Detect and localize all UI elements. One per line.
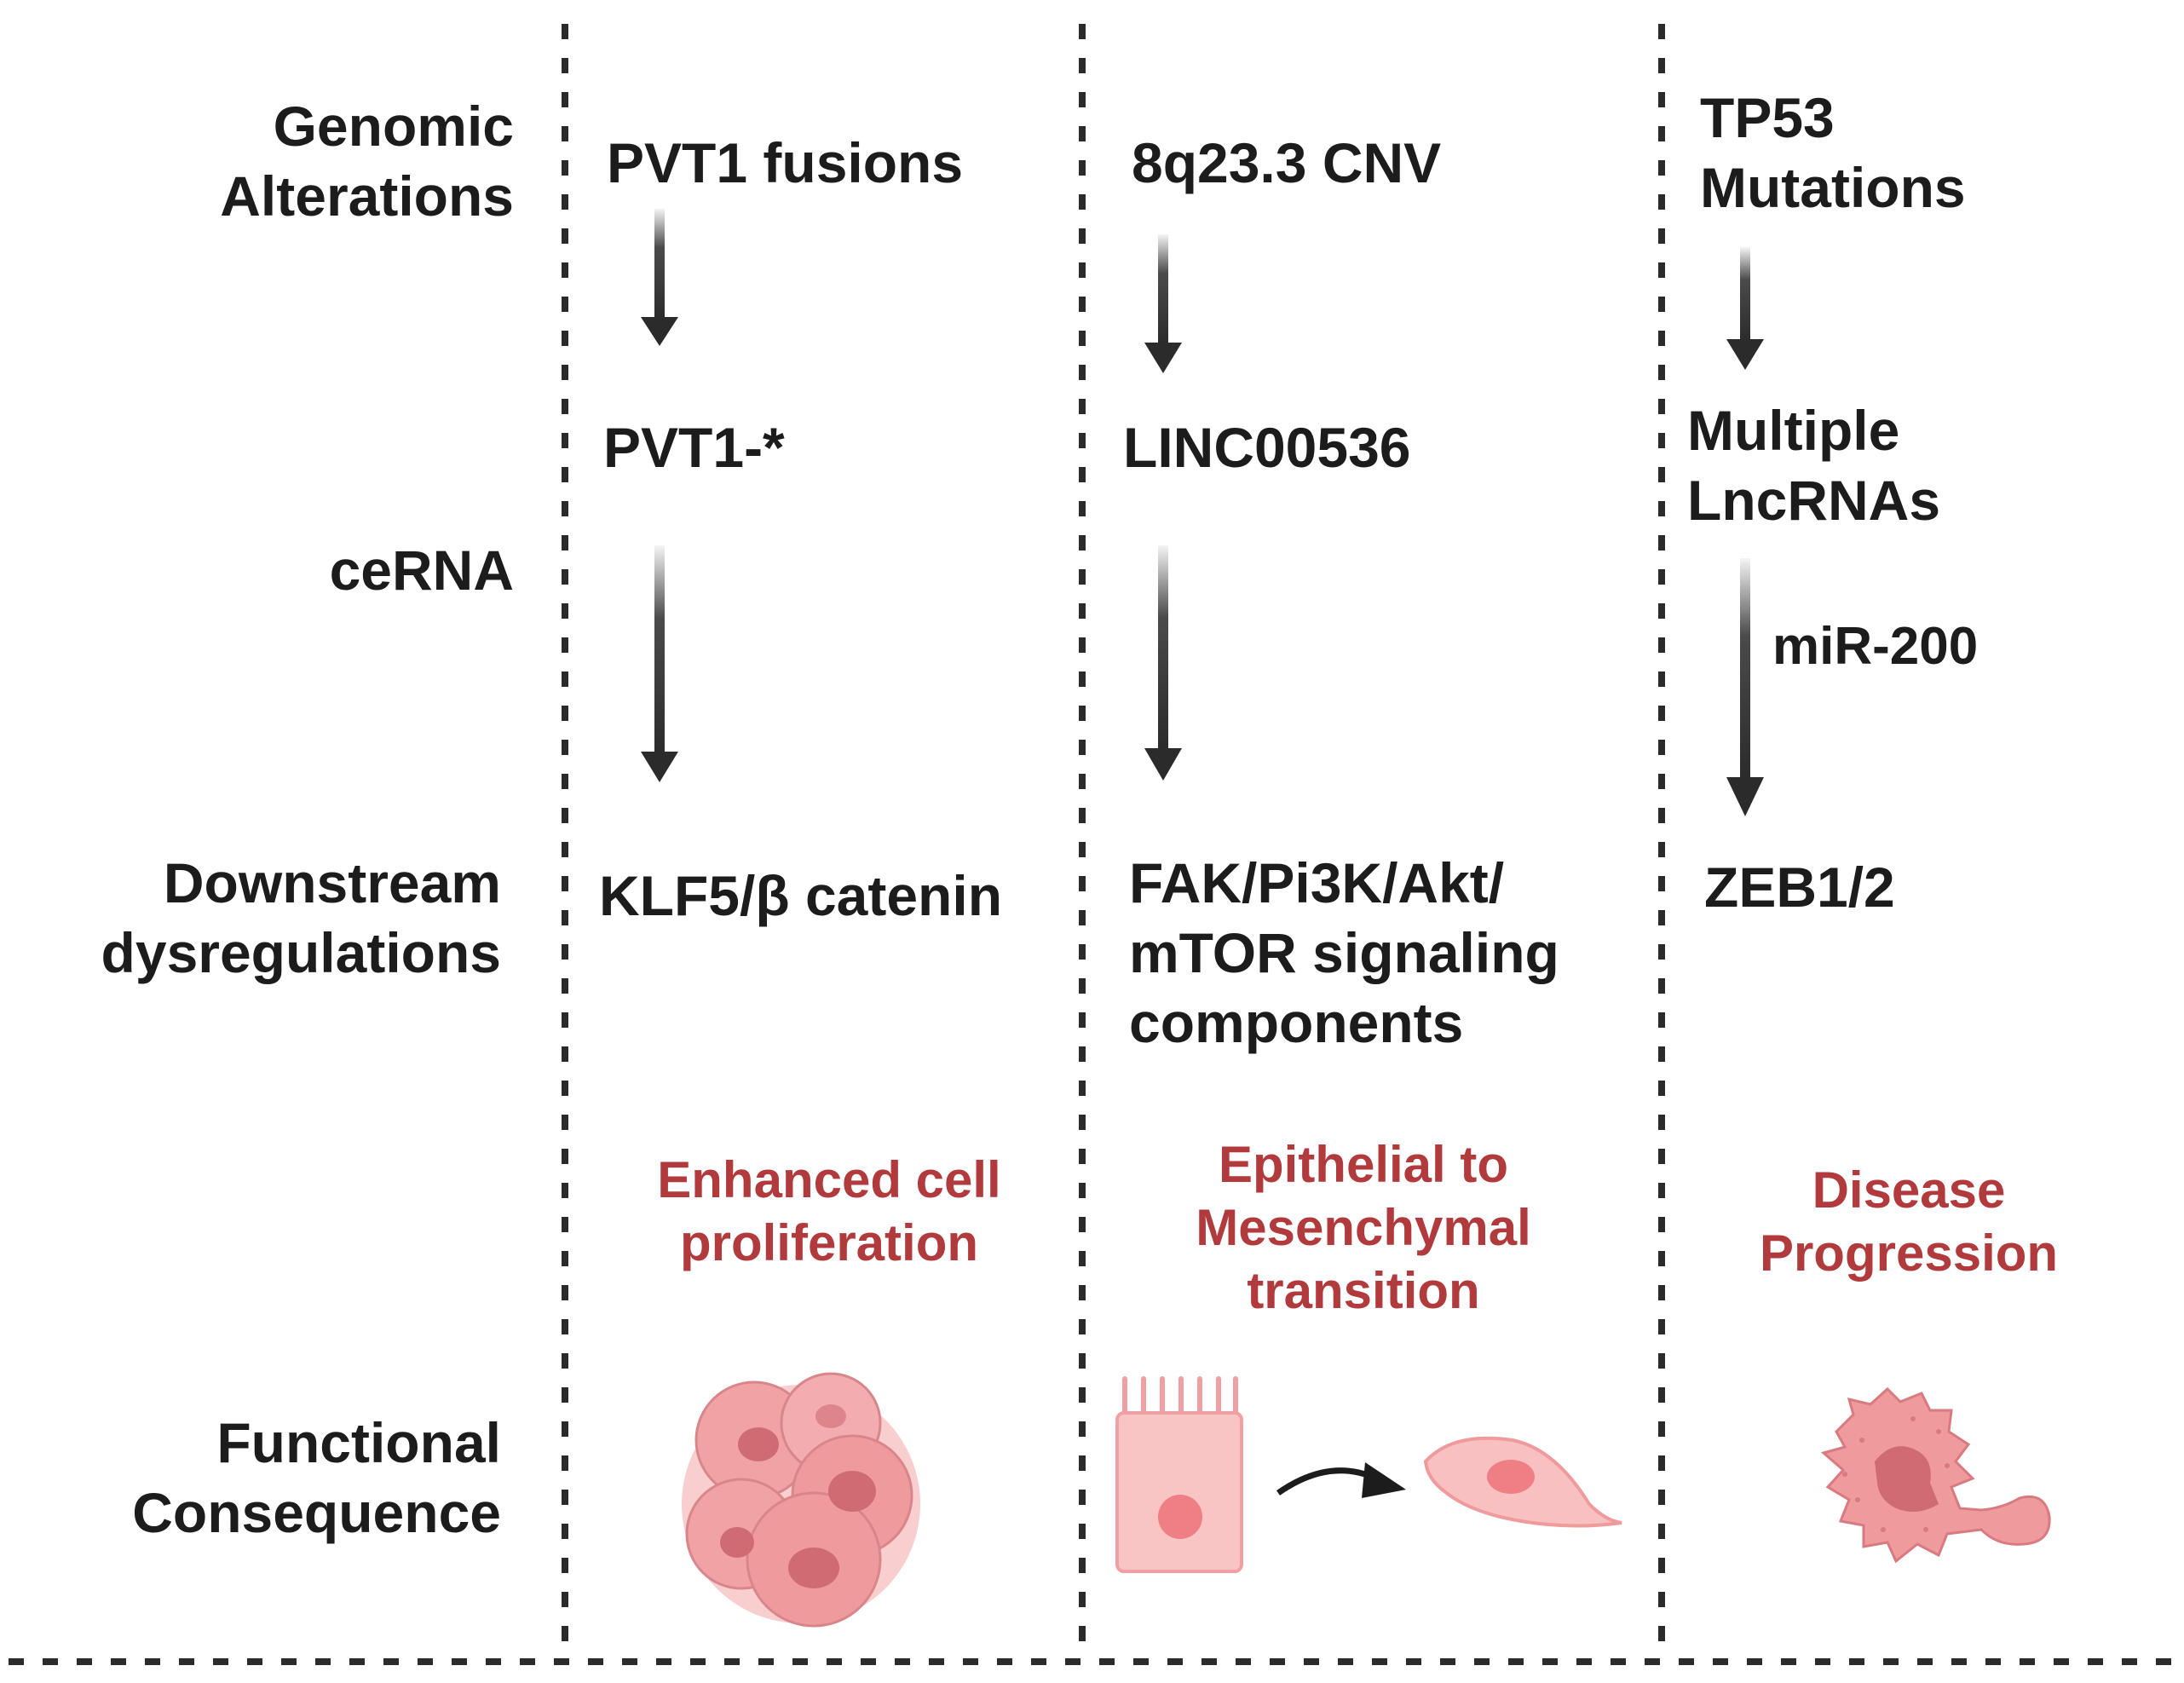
row-label-downstream: Downstream dysregulations [101,851,501,984]
arrow-shaft [654,545,665,754]
row-label-genomic: Genomic Alterations [220,95,514,228]
column-3-downstream: ZEB1/2 [1704,856,1895,919]
arrow-head [1144,748,1182,781]
column-1-lncrna: PVT1-* [603,416,785,479]
column-2-downstream: FAK/Pi3K/Akt/ mTOR signaling components [1129,851,1559,1054]
arrow-head [641,752,678,782]
arrow-shaft [1740,247,1750,341]
column-1-consequence: Enhanced cell proliferation [657,1151,1001,1271]
arrow-head [1144,343,1182,373]
cell-cluster-icon [682,1372,920,1628]
column-3-alteration: TP53 Mutations [1700,86,1966,219]
column-3-arrow-label: miR-200 [1772,617,1979,676]
arrow-shaft [1740,558,1750,780]
row-label-functional: Functional Consequence [132,1411,501,1544]
column-2-lncrna: LINC00536 [1123,416,1411,479]
column-1-alteration: PVT1 fusions [607,131,964,194]
column-3-consequence: Disease Progression [1759,1161,2059,1282]
mesenchymal-cell-icon [1423,1436,1622,1528]
migrating-cell-icon [1820,1386,2051,1564]
column-2-alteration: 8q23.3 CNV [1132,131,1442,194]
transition-arrow-icon [1276,1462,1406,1498]
column-3-lncrna: Multiple LncRNAs [1687,399,1941,532]
arrow-shaft [1158,234,1168,345]
arrow-head [641,317,678,346]
row-label-cerna: ceRNA [329,539,514,602]
arrow-shaft [1158,545,1168,750]
flow-arrows [641,209,1764,816]
column-2-consequence: Epithelial to Mesenchymal transition [1196,1136,1531,1319]
arrow-shaft [654,209,665,320]
column-1-downstream: KLF5/β catenin [599,864,1003,927]
arrow-head [1726,339,1764,370]
epithelial-cell-icon [1115,1376,1243,1573]
arrow-head [1726,777,1764,816]
